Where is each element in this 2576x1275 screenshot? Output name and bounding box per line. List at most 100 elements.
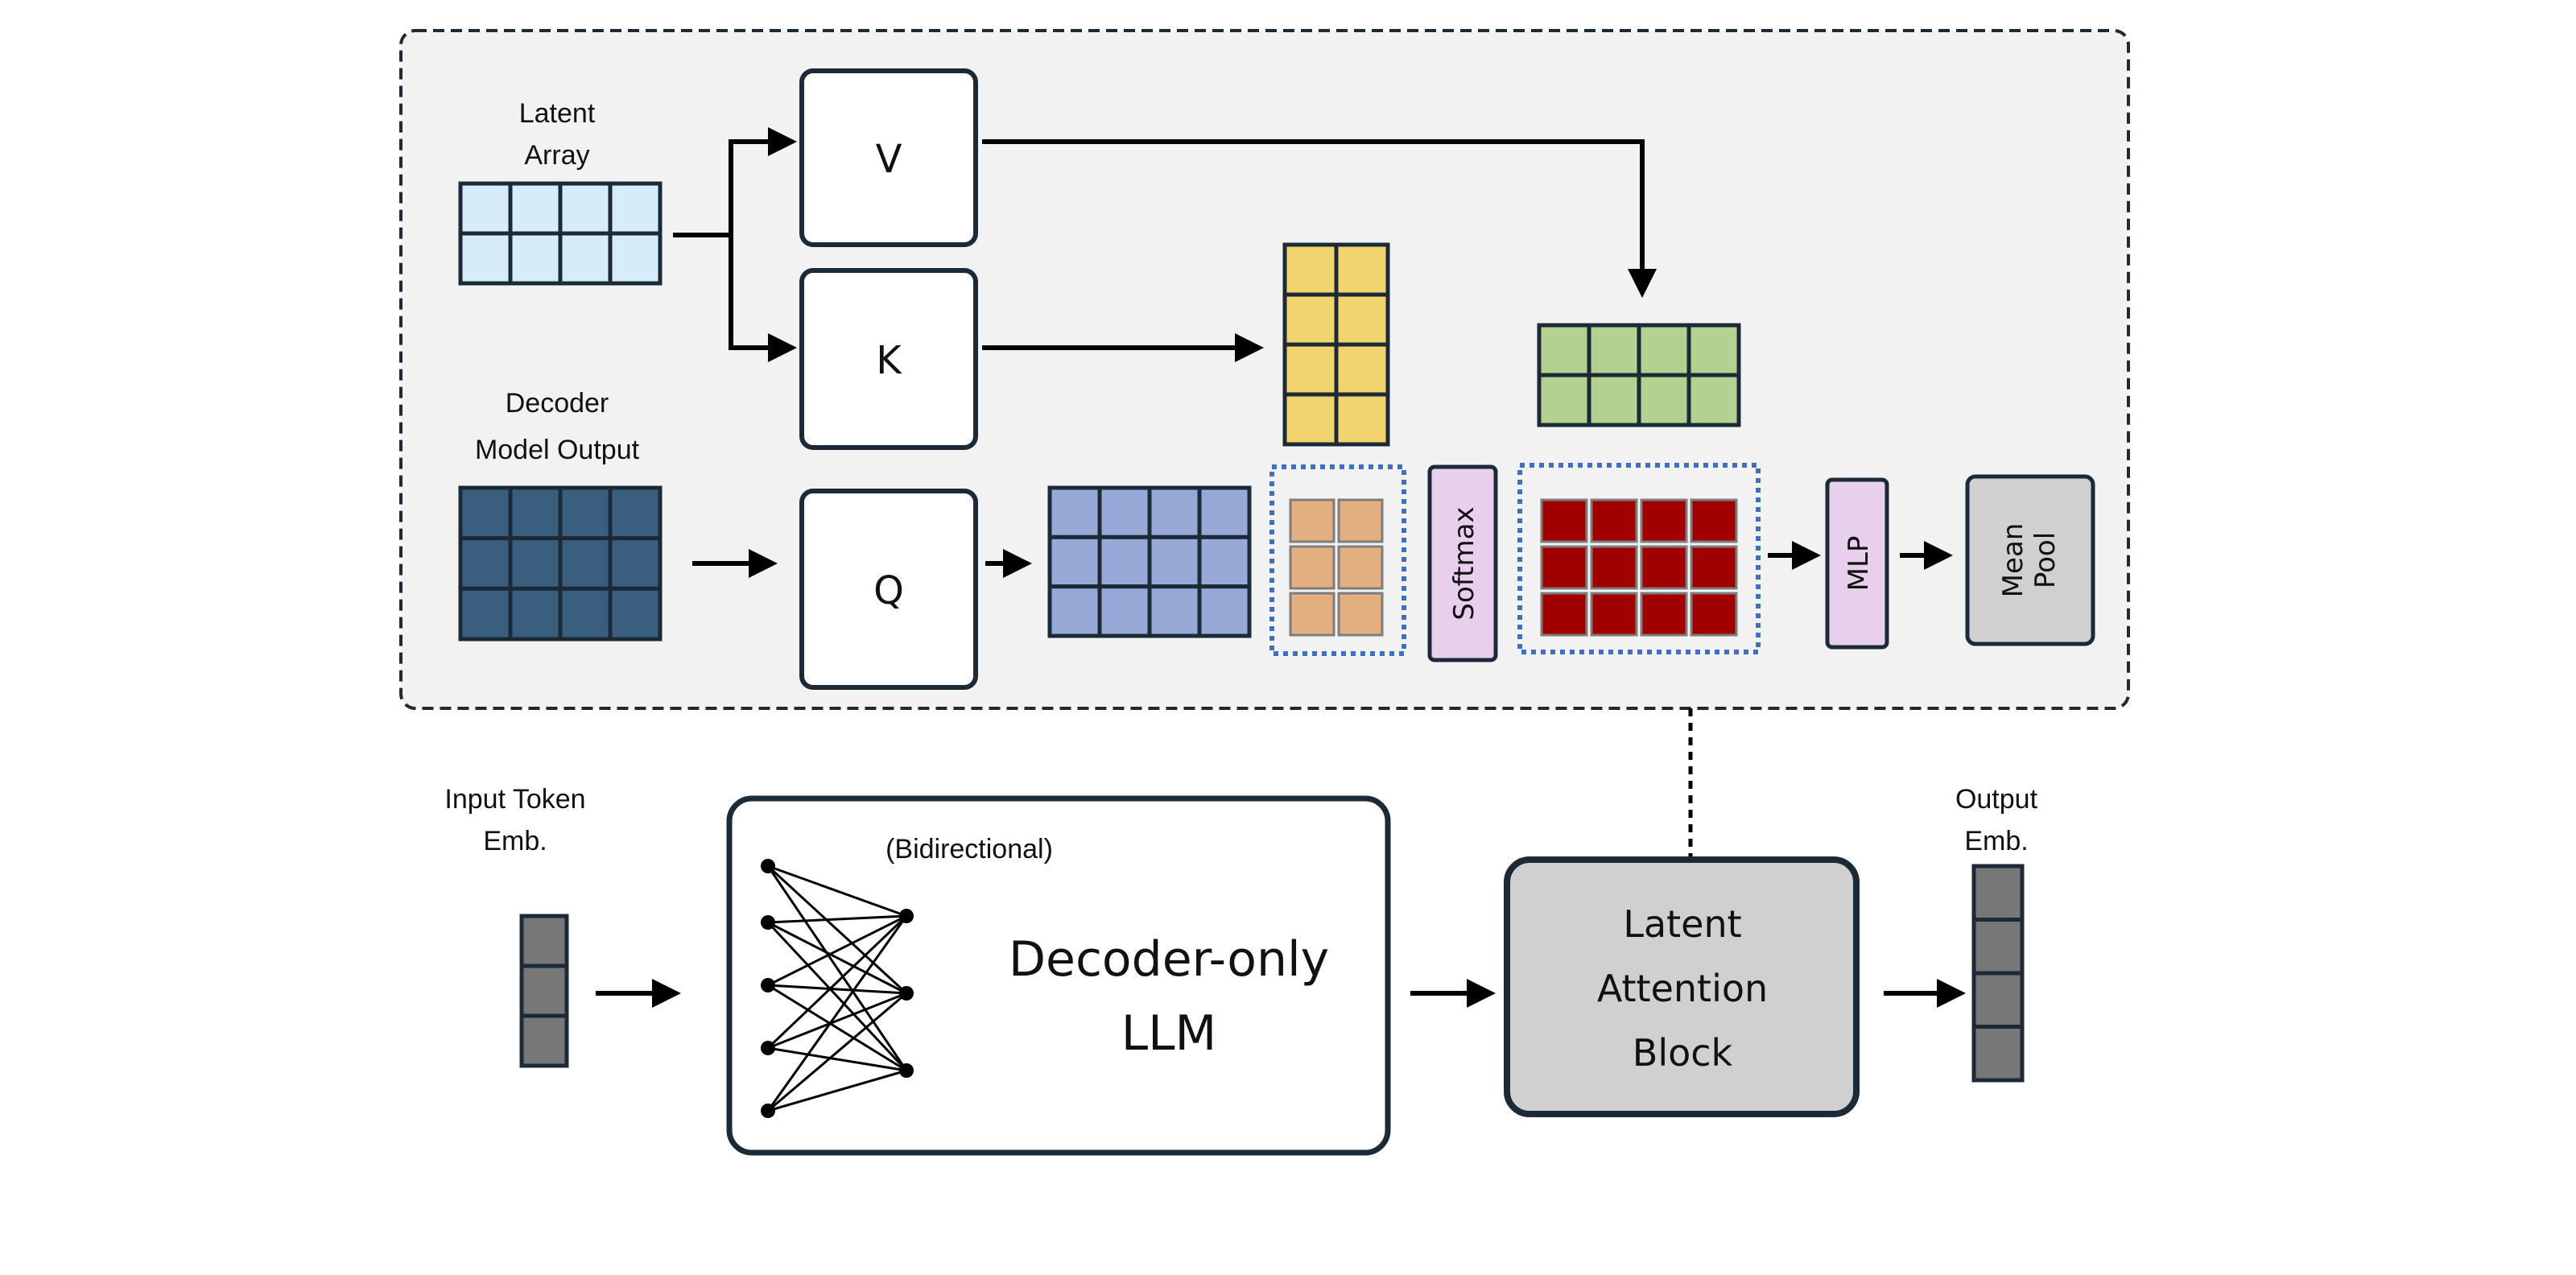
network-edge bbox=[767, 992, 907, 1050]
q-projection-box: Q bbox=[799, 489, 978, 690]
mlp-label: MLP bbox=[1843, 536, 1875, 592]
mlp-box: MLP bbox=[1825, 477, 1889, 650]
key-grid-cell bbox=[1282, 292, 1339, 347]
key-grid-cell bbox=[1334, 292, 1390, 347]
attention-weights-grid-cell bbox=[1640, 545, 1688, 590]
query-grid-cell bbox=[1047, 584, 1102, 638]
query-grid-cell bbox=[1097, 584, 1152, 638]
network-node bbox=[761, 978, 775, 992]
decoder-output-grid-cell bbox=[508, 586, 563, 642]
softmax-label: Softmax bbox=[1448, 506, 1480, 620]
key-grid-cell bbox=[1334, 242, 1390, 297]
scores-grid-cell bbox=[1289, 545, 1335, 590]
network-edge bbox=[767, 1046, 907, 1072]
mean-pool-label-1: Mean bbox=[1997, 523, 2029, 598]
attention-weights-grid-cell bbox=[1640, 498, 1688, 543]
key-grid-cell bbox=[1334, 342, 1390, 397]
decoder-output-label-2: Model Output bbox=[475, 435, 640, 465]
network-edge bbox=[766, 914, 908, 1050]
network-node bbox=[899, 986, 914, 1001]
input-emb-label-2: Emb. bbox=[483, 826, 547, 856]
value-grid-cell bbox=[1587, 323, 1641, 378]
branch-to-k-arrow bbox=[729, 235, 797, 362]
decoder-output-grid-cell bbox=[608, 536, 663, 591]
output-embedding-column-cell bbox=[1971, 1025, 2025, 1083]
output-emb-label-1: Output bbox=[1955, 784, 2038, 815]
key-grid bbox=[1282, 242, 1390, 447]
value-grid bbox=[1537, 323, 1741, 427]
value-grid-cell bbox=[1537, 373, 1591, 427]
network-edge bbox=[767, 914, 907, 987]
output-embedding-column-cell bbox=[1971, 971, 2025, 1029]
latent-array-grid-cell bbox=[558, 181, 613, 236]
latent-array-grid-cell bbox=[458, 231, 513, 286]
network-edge bbox=[766, 915, 908, 1112]
decoder-output-grid-cell bbox=[608, 586, 663, 642]
scores-grid-cell bbox=[1289, 592, 1335, 637]
scores-grid-cell bbox=[1337, 592, 1384, 637]
latent-block-label-2: Attention bbox=[1597, 967, 1768, 1010]
network-edge bbox=[766, 921, 908, 1072]
network-node bbox=[761, 1104, 775, 1118]
value-grid-cell bbox=[1637, 373, 1691, 427]
input-embedding-column-cell bbox=[519, 914, 569, 968]
scores-dotted-box bbox=[1269, 464, 1406, 656]
value-grid-cell bbox=[1686, 323, 1741, 378]
network-edge bbox=[767, 921, 907, 995]
network-node bbox=[899, 909, 914, 923]
query-grid-cell bbox=[1197, 485, 1252, 539]
scores-grid-cell bbox=[1337, 545, 1384, 590]
output-embedding-column bbox=[1971, 864, 2025, 1083]
scores-grid-cell bbox=[1337, 498, 1384, 543]
k-projection-box: K bbox=[799, 268, 978, 450]
attention-weights-grid-cell bbox=[1590, 498, 1638, 543]
attention-dotted-box bbox=[1517, 463, 1761, 654]
input-embedding-column bbox=[519, 914, 569, 1068]
v-projection-box: V bbox=[799, 68, 978, 247]
decoder-output-grid-cell bbox=[458, 485, 513, 541]
network-node bbox=[761, 1041, 775, 1055]
query-grid-cell bbox=[1197, 584, 1252, 638]
key-grid-cell bbox=[1282, 242, 1339, 297]
network-icon bbox=[761, 859, 914, 1118]
decoder-output-label-1: Decoder bbox=[506, 388, 609, 419]
network-edge bbox=[767, 1069, 907, 1112]
network-edge bbox=[766, 864, 908, 995]
decoder-output-grid-cell bbox=[508, 485, 563, 541]
v-label: V bbox=[876, 137, 902, 182]
attention-weights-grid-cell bbox=[1540, 498, 1588, 543]
q-label: Q bbox=[873, 568, 904, 613]
output-embedding-column-cell bbox=[1971, 864, 2025, 922]
network-edge bbox=[767, 864, 907, 918]
attention-weights-grid-cell bbox=[1690, 498, 1738, 543]
softmax-box: Softmax bbox=[1427, 464, 1498, 662]
latent-array-grid-cell bbox=[458, 181, 513, 236]
network-edge bbox=[767, 984, 907, 995]
decoder-output-grid bbox=[458, 485, 663, 642]
key-grid-cell bbox=[1334, 392, 1390, 447]
network-edge bbox=[767, 914, 907, 924]
decoder-output-grid-cell bbox=[508, 536, 563, 591]
scores-grid bbox=[1289, 498, 1384, 637]
query-grid-cell bbox=[1147, 584, 1202, 638]
latent-array-grid-cell bbox=[608, 231, 663, 286]
llm-label-2: LLM bbox=[1121, 1005, 1217, 1062]
network-edge bbox=[767, 992, 907, 1112]
latent-attention-block: Latent Attention Block bbox=[1504, 856, 1860, 1117]
latent-array-grid-cell bbox=[608, 181, 663, 236]
latent-array-grid-cell bbox=[508, 231, 563, 286]
key-grid-cell bbox=[1282, 342, 1339, 397]
query-grid-cell bbox=[1097, 534, 1152, 589]
latent-array-grid-cell bbox=[558, 231, 613, 286]
output-embedding-column-cell bbox=[1971, 918, 2025, 976]
attention-weights-grid bbox=[1540, 498, 1738, 637]
latent-block-label-1: Latent bbox=[1623, 902, 1741, 946]
latent-array-grid-cell bbox=[508, 181, 563, 236]
value-grid-cell bbox=[1537, 323, 1591, 378]
bidirectional-label: (Bidirectional) bbox=[886, 834, 1053, 864]
latent-array-grid bbox=[458, 181, 663, 286]
v-to-value-arrow bbox=[982, 139, 1657, 298]
decoder-output-grid-cell bbox=[558, 586, 613, 642]
input-embedding-column-cell bbox=[519, 963, 569, 1018]
value-grid-cell bbox=[1587, 373, 1641, 427]
